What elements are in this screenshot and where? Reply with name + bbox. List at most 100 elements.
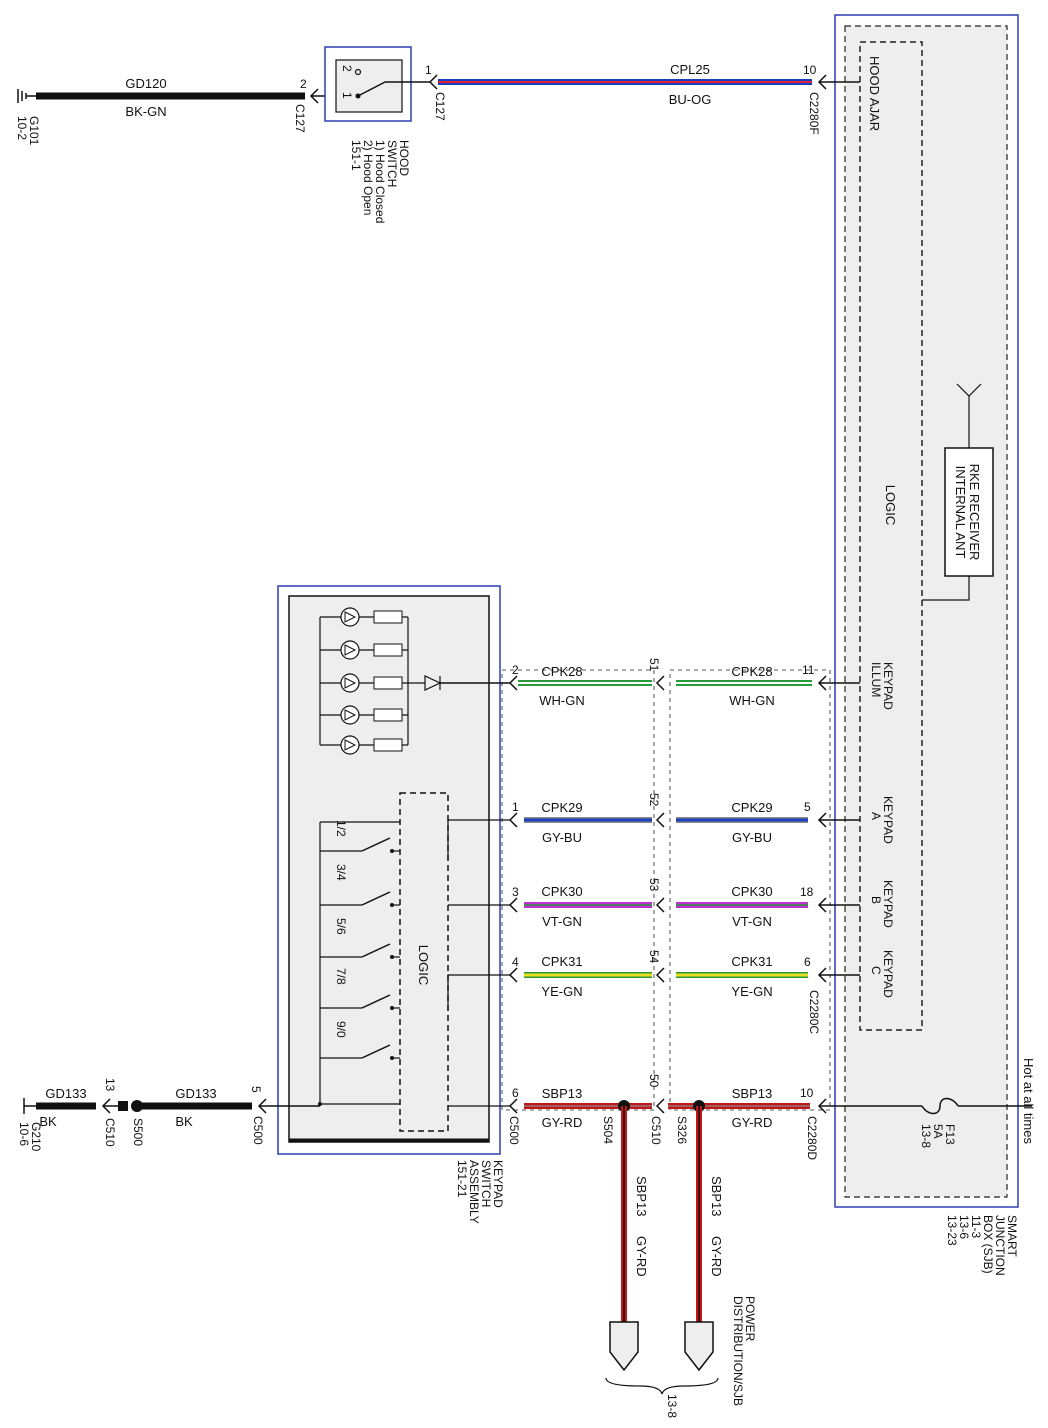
cpk28-c510-pin: 51 [647,658,661,672]
rke-logic-link [922,576,970,601]
fuse-id: F13 [943,1124,957,1145]
keypad-logic-label: LOGIC [416,945,431,985]
cpk30-kp-connector [508,897,518,913]
switch-12-label: 1/2 [334,820,348,837]
switch-34-label: 3/4 [334,864,348,881]
cpk28-circuit-right: CPK28 [731,664,772,679]
gd133-1-color: BK [39,1114,57,1129]
sjb-label-line4: 11-3 [969,1215,983,1238]
cpk29-kp-connector [508,812,518,828]
led-4-icon [340,705,360,725]
c500-power-conn: C500 [507,1116,521,1145]
cpk31-kp-pin: 4 [512,955,519,969]
switch-78-contact-icon [361,994,391,1009]
fuse-ref: 13-8 [919,1124,933,1148]
cpk31-circuit-left: CPK31 [541,954,582,969]
led-row-3 [320,673,408,693]
cpk30-sjb-pin: 18 [800,885,814,899]
fuse-f13-icon [921,1097,959,1115]
cpk28-sjb-label-line2: ILLUM [869,662,883,697]
cpl25-color: BU-OG [669,92,712,107]
cpk31-c510-pin: 54 [647,950,661,964]
cpk29-color-left: GY-BU [542,830,582,845]
cpk30-c510-connector [655,897,665,913]
cpk29-kp-pin: 1 [512,800,519,814]
sjb-logic-box [859,41,923,1031]
sjb-body [844,25,1008,1198]
c510-ground-pin: 13 [103,1078,117,1092]
led-3-icon [340,673,360,693]
sbp13-circuit-left: SBP13 [542,1086,582,1101]
resistor-1-icon [373,610,403,624]
g210-id: G210 [29,1122,43,1152]
c2280f-pin-number: 10 [803,63,817,77]
switch-12-contact-icon [361,837,391,852]
cpk30-sjb-label-line1: KEYPAD [881,880,895,928]
circuit-cpk29: 1 52 5 CPK29 GY-BU CPK29 GY-BU KEYPAD A [508,793,895,845]
cpk30-kp-pin: 3 [512,885,519,899]
circuit-sbp13: 6 50 10 SBP13 GY-RD SBP13 GY-RD C500 S50… [507,1074,827,1160]
hot-at-all-times-label: Hot at all times [1021,1058,1036,1144]
c510-dashed-zone [669,669,831,1111]
rke-label-line2: INTERNAL ANT [953,466,968,559]
rke-antenna-icon [956,383,982,397]
sjb-label-line5: 13-6 [957,1215,971,1239]
distribution-label-line2: DISTRIBUTION/SJB [731,1296,745,1406]
gd133-1-circuit: GD133 [45,1086,86,1101]
cpk31-circuit-right: CPK31 [731,954,772,969]
sjb-label-line1: SMART [1005,1215,1019,1257]
rke-label-line1: RKE RECEIVER [967,464,982,561]
cpk29-sjb-label-line1: KEYPAD [881,796,895,844]
sbp13-branch-s326: SBP13 GY-RD [684,1106,724,1372]
cpk29-c510-pin: 52 [647,793,661,807]
distribution-brace-icon [605,1377,719,1395]
c2280c-conn: C2280C [807,990,821,1034]
circuit-cpk30: 3 53 18 CPK30 VT-GN CPK30 VT-GN KEYPAD B [508,878,895,929]
keypad-switch-56: 5/6 [320,918,400,959]
switch-56-contact-icon [361,943,391,958]
cpk28-color-right: WH-GN [729,693,775,708]
hood-switch-blade-icon [357,81,386,97]
cpk30-color-left: VT-GN [542,914,582,929]
sjb-label-line2: JUNCTION [993,1215,1007,1276]
switch-78-label: 7/8 [334,968,348,985]
cpk29-sjb-pin: 5 [804,800,811,814]
branch1-color: GY-RD [634,1236,649,1277]
connector-arrow-2-icon [684,1321,714,1372]
keypad-switch-12: 1/2 [320,820,400,853]
cpk30-circuit-left: CPK30 [541,884,582,899]
c2280d-conn: C2280D [805,1116,819,1160]
hood-switch-label-line5: 151-1 [349,140,363,171]
c127-right-conn: C127 [433,92,447,121]
s504-label: S504 [601,1116,615,1144]
sbp13-c510-connector [655,1098,665,1114]
cpk31-color-left: YE-GN [541,984,582,999]
sjb-label-line6: 13-23 [945,1215,959,1246]
s500-splice-icon [131,1100,143,1112]
cpk30-color-right: VT-GN [732,914,772,929]
c500-ground-conn: C500 [251,1116,265,1145]
cpk29-circuit-left: CPK29 [541,800,582,815]
c510-power-conn: C510 [649,1116,663,1145]
sbp13-sjb-pin: 10 [800,1086,814,1100]
gd133-2-circuit: GD133 [175,1086,216,1101]
connector-arrow-1-icon [609,1321,639,1372]
cpk31-color-right: YE-GN [731,984,772,999]
keypad-label-line3: ASSEMBLY [467,1160,481,1224]
cpk31-sjb-label-line1: KEYPAD [881,950,895,998]
rke-receiver [944,447,994,577]
hood-switch-label-line3: 1) Hood Closed [373,140,387,223]
hood-switch-label-line1: HOOD [397,140,411,176]
hood-switch-internal-pin1: 1 [340,92,354,99]
c127-pin2-number: 2 [300,77,307,91]
c510-ground-conn: C510 [103,1118,117,1147]
branch2-circuit: SBP13 [709,1176,724,1216]
sbp13-c510-pin: 50 [647,1074,661,1088]
hood-switch-label-line4: 2) Hood Open [361,140,375,215]
c127-pin1-connector [428,74,438,90]
switch-90-contact-icon [361,1044,391,1059]
sbp13-branch-s504: SBP13 GY-RD [609,1106,649,1372]
led-row-4 [320,705,408,725]
resistor-5-icon [373,738,403,752]
